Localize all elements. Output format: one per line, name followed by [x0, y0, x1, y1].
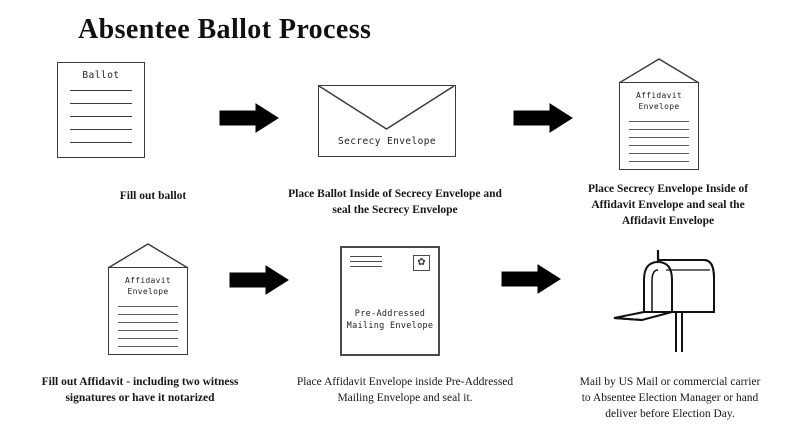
caption-line: to Absentee Election Manager or hand	[581, 392, 759, 404]
caption-line: Place Affidavit Envelope inside Pre-Addr…	[296, 376, 514, 388]
page-title: Absentee Ballot Process	[78, 14, 372, 45]
postage-stamp-icon: ✿	[413, 255, 430, 271]
ballot-sheet-label: Ballot	[82, 70, 120, 81]
affidavit-line	[118, 330, 178, 331]
graphic-affidavit-envelope-bottom: Affidavit Envelope	[102, 243, 194, 355]
mailing-envelope-label-line2: Mailing Envelope	[346, 321, 434, 331]
caption-step-5: Place Affidavit Envelope inside Pre-Addr…	[272, 374, 538, 406]
caption-line: deliver before Election Day.	[605, 408, 735, 420]
caption-step-6: Mail by US Mail or commercial carrier to…	[550, 374, 790, 422]
ballot-line	[70, 90, 132, 91]
affidavit-envelope-body: Affidavit Envelope	[619, 82, 699, 170]
affidavit-line	[629, 153, 689, 154]
caption-step-4: Fill out Affidavit - including two witne…	[12, 374, 268, 406]
affidavit-line	[118, 346, 178, 347]
affidavit-line	[629, 161, 689, 162]
graphic-secrecy-envelope: Secrecy Envelope	[318, 85, 456, 157]
ballot-line	[70, 116, 132, 117]
caption-line: Affidavit Envelope	[621, 215, 715, 227]
affidavit-envelope-lines	[118, 306, 178, 354]
affidavit-envelope-body: Affidavit Envelope	[108, 267, 188, 355]
envelope-peak-flap-icon	[107, 243, 189, 269]
affidavit-line	[629, 121, 689, 122]
affidavit-envelope: Affidavit Envelope	[613, 58, 705, 170]
ballot-line	[70, 103, 132, 104]
affidavit-envelope-label-line1: Affidavit	[124, 276, 172, 285]
envelope-peak-flap-icon	[618, 58, 700, 84]
return-address-line	[350, 261, 382, 262]
affidavit-envelope-label-line2: Envelope	[638, 102, 680, 111]
caption-line: signatures or have it notarized	[65, 392, 215, 404]
affidavit-line	[118, 314, 178, 315]
affidavit-envelope-label-line1: Affidavit	[635, 91, 683, 100]
mailing-envelope-label: Pre-Addressed Mailing Envelope	[342, 308, 438, 332]
secrecy-envelope-label: Secrecy Envelope	[338, 136, 436, 147]
caption-line: Affidavit Envelope and seal the	[591, 199, 745, 211]
mailing-envelope-label-line1: Pre-Addressed	[354, 309, 426, 319]
affidavit-envelope-label: Affidavit Envelope	[620, 90, 698, 112]
graphic-mailing-envelope: ✿ Pre-Addressed Mailing Envelope	[340, 246, 440, 356]
return-address-line	[350, 266, 382, 267]
envelope-flap-icon	[319, 86, 454, 130]
caption-line: Mailing Envelope and seal it.	[337, 392, 473, 404]
mailbox-icon	[613, 250, 715, 352]
graphic-affidavit-envelope-top: Affidavit Envelope	[613, 58, 705, 170]
affidavit-line	[629, 137, 689, 138]
caption-line: Place Ballot Inside of Secrecy Envelope …	[288, 188, 502, 200]
return-address-line	[350, 256, 382, 257]
ballot-line	[70, 142, 132, 143]
graphic-ballot-sheet: Ballot	[57, 62, 145, 158]
caption-step-2: Place Ballot Inside of Secrecy Envelope …	[250, 186, 540, 218]
arrow-right-icon-3	[228, 265, 290, 300]
affidavit-envelope-label: Affidavit Envelope	[109, 275, 187, 297]
caption-step-1: Fill out ballot	[18, 188, 288, 204]
affidavit-line	[118, 306, 178, 307]
affidavit-line	[118, 338, 178, 339]
affidavit-envelope-lines	[629, 121, 689, 169]
ballot-line	[70, 129, 132, 130]
return-address-lines	[350, 256, 382, 271]
arrow-right-icon-2	[512, 103, 574, 138]
secrecy-envelope: Secrecy Envelope	[318, 85, 456, 157]
affidavit-line	[629, 145, 689, 146]
mailing-envelope: ✿ Pre-Addressed Mailing Envelope	[340, 246, 440, 356]
caption-line: Mail by US Mail or commercial carrier	[579, 376, 761, 388]
arrow-right-icon-4	[500, 264, 562, 299]
caption-line: Fill out Affidavit - including two witne…	[41, 376, 239, 388]
affidavit-envelope-label-line2: Envelope	[127, 287, 169, 296]
affidavit-line	[629, 129, 689, 130]
ballot-sheet-lines	[70, 90, 132, 155]
affidavit-line	[118, 322, 178, 323]
caption-line: Place Secrecy Envelope Inside of	[587, 183, 749, 195]
arrow-right-icon-1	[218, 103, 280, 138]
caption-line: seal the Secrecy Envelope	[332, 204, 458, 216]
ballot-sheet: Ballot	[57, 62, 145, 158]
caption-step-3: Place Secrecy Envelope Inside of Affidav…	[548, 181, 788, 229]
caption-line: Fill out ballot	[119, 190, 187, 202]
graphic-mailbox	[596, 248, 736, 363]
affidavit-envelope: Affidavit Envelope	[102, 243, 194, 355]
